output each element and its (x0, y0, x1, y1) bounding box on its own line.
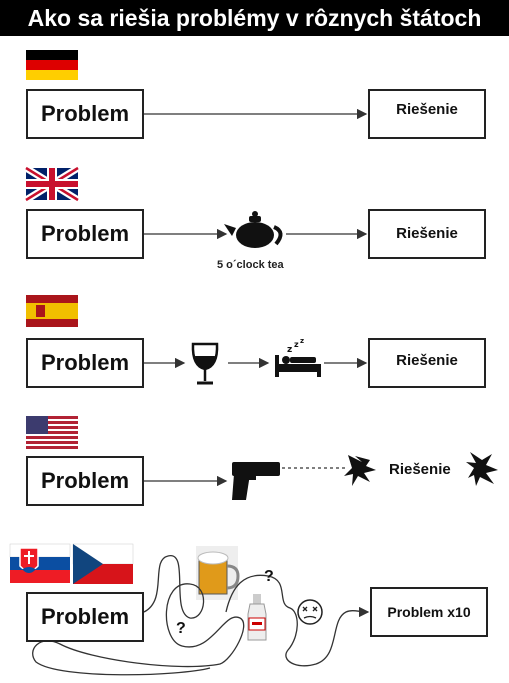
problem-box: Problem (26, 338, 144, 388)
vodka-bottle-icon (247, 594, 267, 641)
solution-box: Riešenie (368, 338, 486, 388)
problem-box: Problem (26, 456, 144, 506)
uk-flag (24, 165, 80, 203)
problem-box: Problem (26, 209, 144, 259)
dizzy-face-icon (297, 599, 323, 625)
solution-box: Riešenie (368, 89, 486, 139)
svg-text:z: z (294, 340, 299, 349)
czech-flag (72, 543, 134, 584)
wine-glass-icon (191, 342, 219, 385)
teapot-icon (224, 211, 283, 248)
question-mark: ? (264, 568, 274, 585)
explosion-icon (344, 455, 376, 486)
gun-icon (232, 462, 280, 500)
solution-text: Riešenie (389, 461, 451, 478)
solution-box: Riešenie (368, 209, 486, 259)
svg-text:z: z (287, 345, 292, 355)
step-label: 5 o´clock tea (217, 259, 284, 271)
bed-icon: z z z (275, 337, 321, 377)
slovakia-flag (9, 543, 71, 583)
question-mark: ? (176, 620, 186, 637)
usa-flag (26, 416, 78, 450)
solution-box: Problem x10 (370, 587, 488, 637)
page-title: Ako sa riešia problémy v rôznych štátoch (0, 0, 509, 36)
problem-box: Problem (26, 592, 144, 642)
explosion-icon (466, 452, 498, 486)
problem-box: Problem (26, 89, 144, 139)
wandering-path (32, 555, 368, 676)
svg-text:z: z (300, 337, 304, 345)
spain-flag (26, 295, 78, 327)
germany-flag (26, 50, 78, 80)
beer-mug-icon (196, 546, 240, 600)
